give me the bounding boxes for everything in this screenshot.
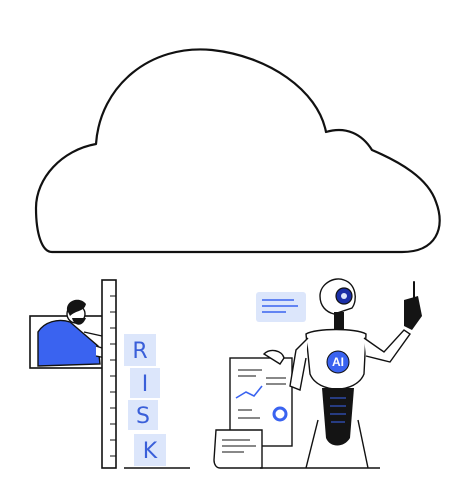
risk-letter-s: S xyxy=(136,404,150,429)
document-icon xyxy=(213,357,293,469)
risk-block-s: S xyxy=(128,400,158,430)
risk-block-r: R xyxy=(124,334,156,366)
risk-block-i: I xyxy=(130,368,160,398)
robot-icon: AI xyxy=(262,278,422,469)
risk-letter-k: K xyxy=(143,439,158,464)
ai-badge xyxy=(326,350,350,374)
risk-letter-r: R xyxy=(132,339,147,364)
speech-bubble-icon xyxy=(256,292,306,322)
ai-badge-label: AI xyxy=(332,355,344,369)
ruler-icon xyxy=(101,279,117,469)
risk-letter-i: I xyxy=(142,372,149,397)
cloud-icon xyxy=(34,48,441,254)
risk-block-k: K xyxy=(134,434,166,466)
